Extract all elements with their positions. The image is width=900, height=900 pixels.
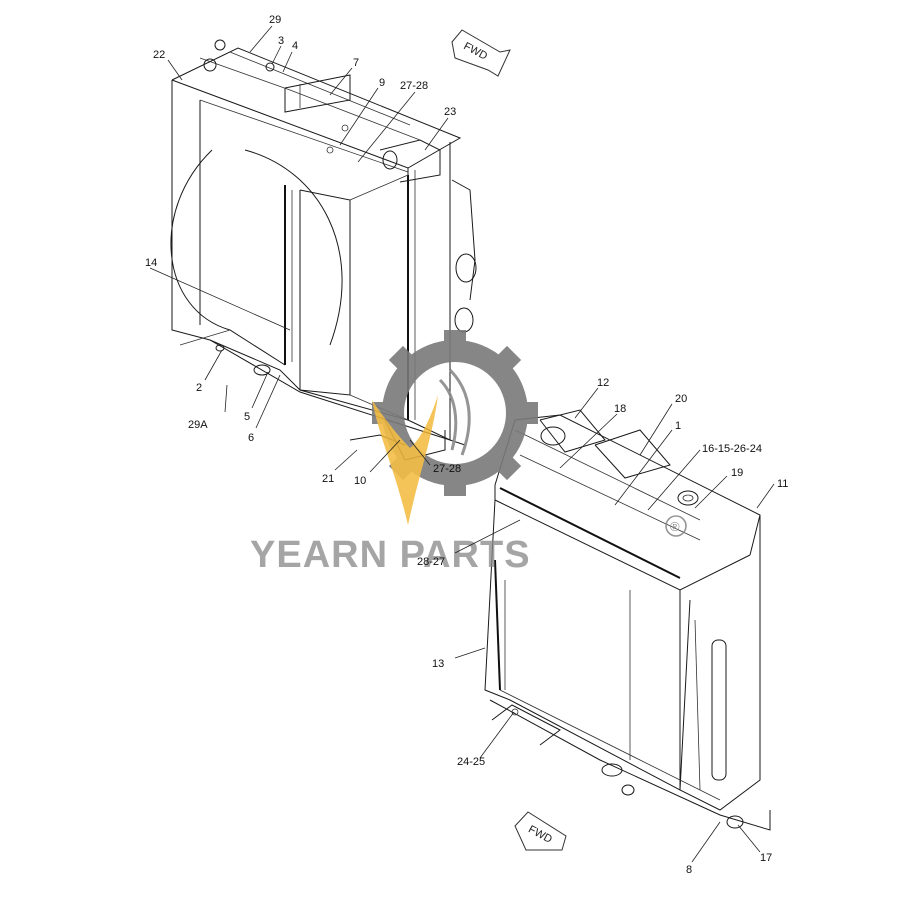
label-12: 12: [597, 377, 609, 389]
label-17: 17: [760, 852, 772, 864]
label-10: 10: [354, 475, 366, 487]
label-8: 8: [686, 864, 692, 876]
label-13: 13: [432, 658, 444, 670]
label-4: 4: [292, 40, 298, 52]
label-3: 3: [278, 35, 284, 47]
label-27-28-upper: 27-28: [400, 80, 428, 92]
label-1: 1: [675, 420, 681, 432]
label-16-15-26-24: 16-15-26-24: [702, 443, 762, 455]
leader-lines: [149, 25, 775, 863]
label-6: 6: [248, 432, 254, 444]
registered-mark: ®: [670, 519, 680, 534]
label-5: 5: [244, 411, 250, 423]
label-14: 14: [145, 257, 157, 269]
label-7: 7: [353, 57, 359, 69]
label-24-25: 24-25: [457, 756, 485, 768]
label-2: 2: [196, 382, 202, 394]
label-29A: 29A: [188, 419, 208, 431]
label-21: 21: [322, 473, 334, 485]
label-19: 19: [731, 467, 743, 479]
label-11: 11: [777, 478, 788, 490]
label-18: 18: [614, 403, 626, 415]
label-23: 23: [444, 106, 456, 118]
label-29: 29: [269, 14, 281, 26]
label-22: 22: [153, 49, 165, 61]
part-labels: 29 3 4 22 7 9 27-28 23 14 2 5 6 29A 21 1…: [145, 14, 788, 876]
label-20: 20: [675, 393, 687, 405]
watermark-text: YEARN PARTS: [250, 534, 531, 576]
label-27-28-lower: 27-28: [433, 463, 461, 475]
fwd-arrow-bottom: FWD: [514, 811, 567, 851]
radiator-assembly: [484, 409, 771, 831]
flame-icon: [372, 368, 471, 525]
label-28-27: 28-27: [417, 556, 445, 568]
label-9: 9: [379, 77, 385, 89]
watermark-logo: YEARN PARTS ®: [250, 330, 687, 576]
fwd-arrow-top: FWD: [451, 29, 511, 77]
fan-shroud-assembly: [170, 39, 477, 461]
